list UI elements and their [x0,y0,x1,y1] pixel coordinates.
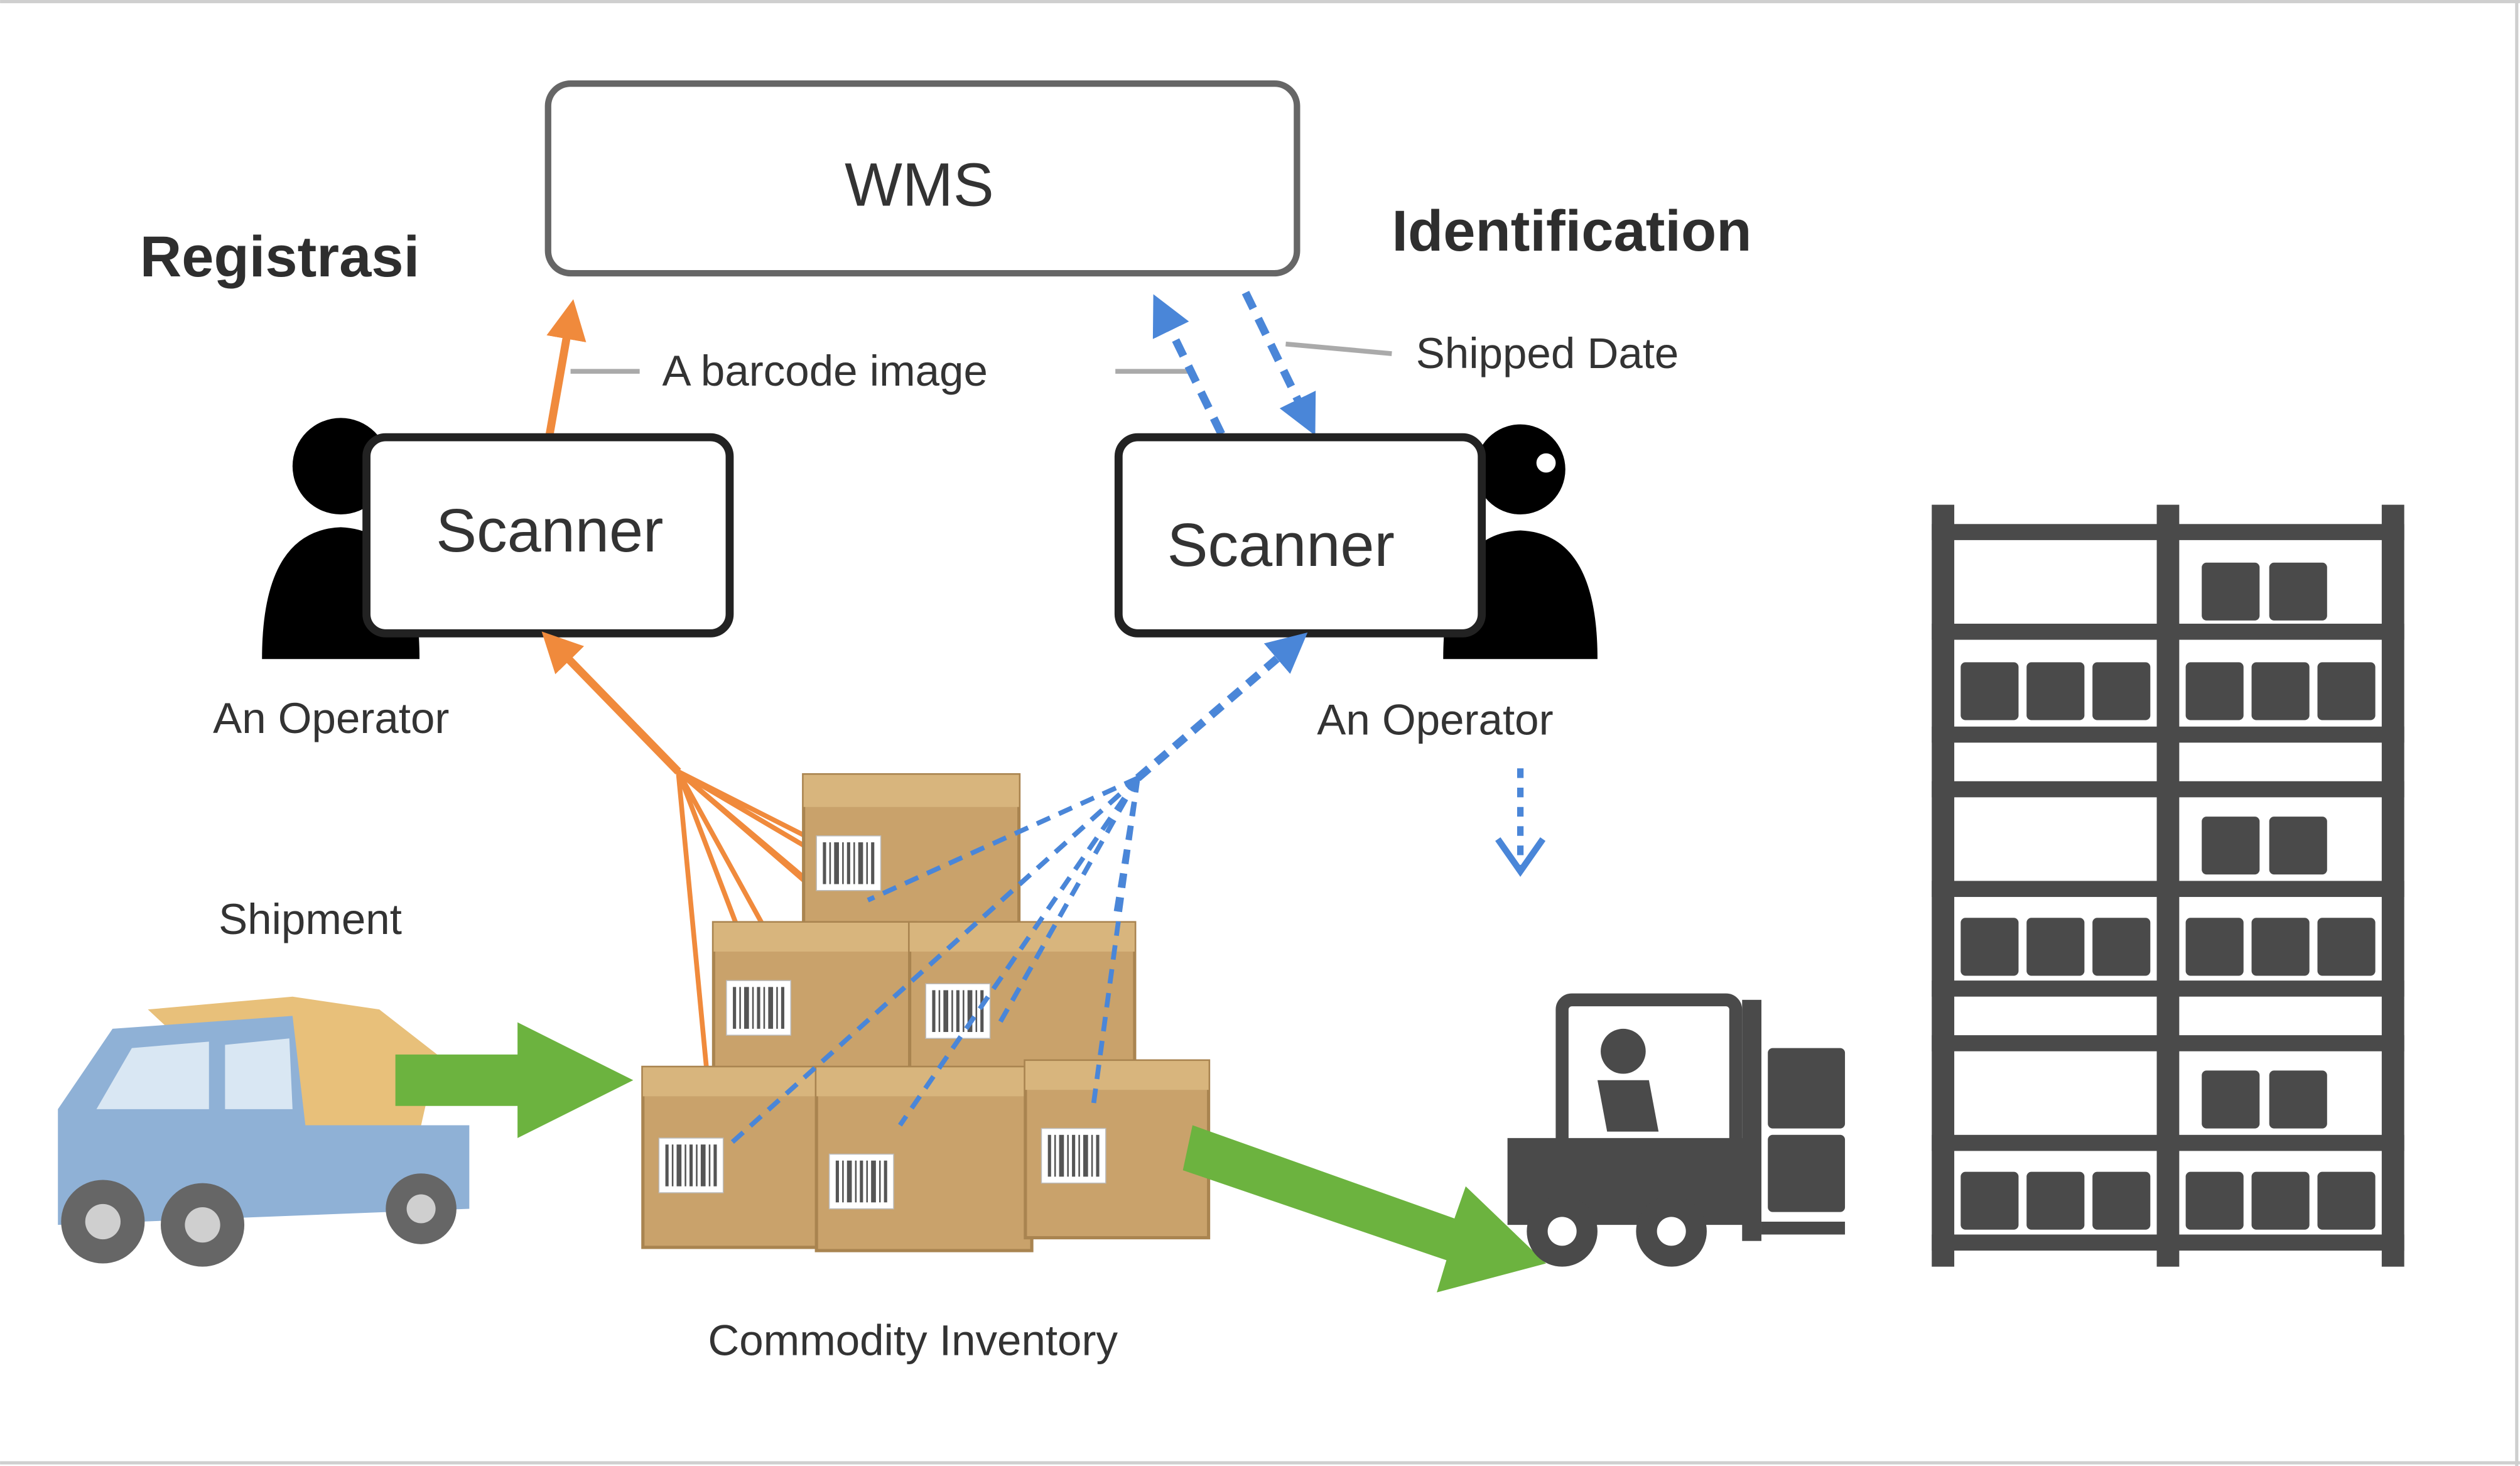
barcode-icon [828,1153,895,1210]
barcode-icon [924,982,991,1040]
identification-scan-lines [728,633,1308,1147]
scanner-left-label: Scanner [436,496,663,565]
truck-icon [58,996,470,1267]
forklift-icon [1507,993,1846,1267]
scanner-right-label: Scanner [1167,511,1395,579]
barcode-icon [658,1137,725,1194]
barcode-image-label: A barcode image [662,346,987,395]
shipped-date-label: Shipped Date [1416,328,1679,377]
down-arrow-icon [1495,768,1546,877]
registration-upload-arrow [546,299,587,435]
operator-left-label: An Operator [213,693,449,742]
shipment-label: Shipment [219,894,402,943]
barcode-icon [1041,1127,1107,1184]
warehouse-rack-icon [1932,504,2404,1267]
scanner-left-box: Scanner [362,433,734,638]
registration-heading: Registrasi [140,224,419,289]
shipped-date-response-arrow [1241,290,1316,436]
inbound-arrow-icon [395,1022,634,1138]
barcode-icon [815,835,882,892]
wms-label: WMS [845,151,994,219]
barcode-icon [725,979,792,1036]
commodity-inventory-label: Commodity Inventory [708,1315,1118,1364]
identification-heading: Identification [1392,198,1751,263]
operator-right-label: An Operator [1317,695,1553,744]
identification-query-arrow [1152,294,1225,436]
wms-box: WMS [544,80,1301,277]
outbound-arrow-icon [1182,1125,1547,1293]
scanner-right-box: Scanner [1114,433,1486,638]
boxes-icon [641,773,1211,1252]
